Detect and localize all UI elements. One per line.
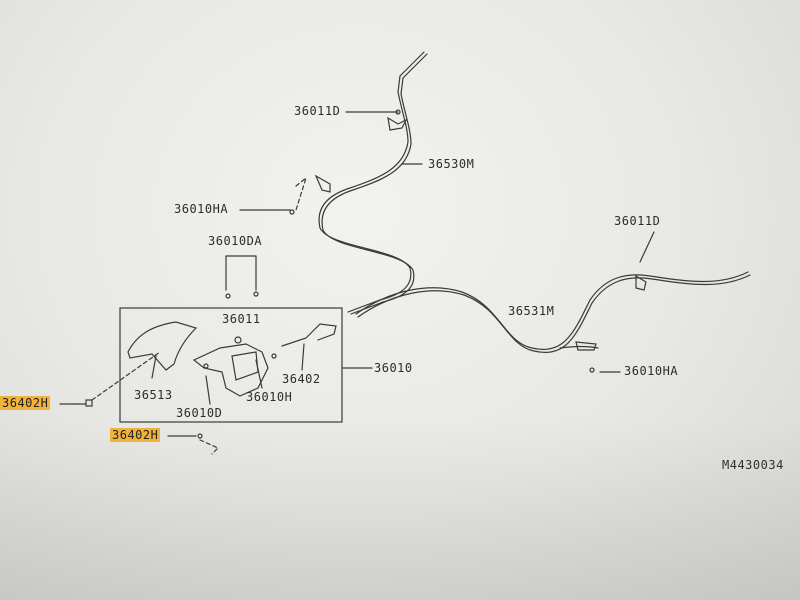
- label-36010d: 36010D: [176, 406, 223, 420]
- left-bracket: [314, 174, 331, 193]
- label-36530m: 36530M: [428, 157, 475, 171]
- label-36010ha-right: 36010HA: [624, 364, 679, 378]
- label-36402: 36402: [282, 372, 321, 386]
- diagram-code: M4430034: [722, 458, 784, 472]
- label-36531m: 36531M: [508, 304, 555, 318]
- label-36010da: 36010DA: [208, 234, 263, 248]
- lever-cover: [127, 321, 198, 371]
- label-36402h-highlighted-2: 36402H: [110, 428, 161, 442]
- label-36010ha-left: 36010HA: [174, 202, 229, 216]
- brake-switch: [281, 323, 337, 347]
- rear-cable: [355, 271, 749, 351]
- label-36011d-top: 36011D: [294, 104, 341, 118]
- right-bracket: [635, 274, 647, 291]
- label-36010: 36010: [374, 361, 413, 375]
- upper-bracket: [387, 116, 408, 131]
- label-36010h: 36010H: [246, 390, 293, 404]
- lever-body: [192, 343, 269, 397]
- label-36011d-right: 36011D: [614, 214, 661, 228]
- label-36513: 36513: [134, 388, 173, 402]
- label-36402h-highlighted: 36402H: [0, 396, 51, 410]
- front-cable: [318, 51, 425, 313]
- assembly-box: [119, 307, 343, 423]
- label-36011: 36011: [222, 312, 261, 326]
